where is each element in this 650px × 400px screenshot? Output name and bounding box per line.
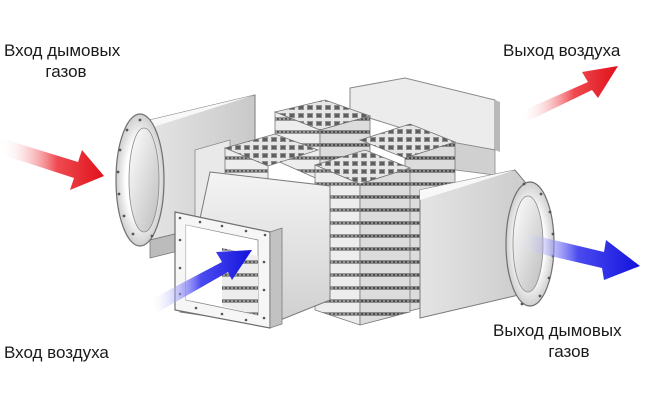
flue-gas-outlet-label-line1: Выход дымовых (493, 321, 622, 340)
air-outlet-label: Выход воздуха (503, 41, 621, 60)
flue-gas-outlet-label: Выход дымовых газов (493, 320, 645, 362)
air-inlet-label: Вход воздуха (4, 343, 109, 362)
air-outlet-arrow (520, 66, 618, 122)
flue-gas-outlet-arrow (516, 232, 640, 280)
flue-gas-inlet-label: Вход дымовых газов (4, 40, 128, 82)
flue-gas-inlet-arrow (0, 138, 104, 190)
flue-gas-outlet-hood (419, 169, 555, 319)
air-inlet-arrow (150, 250, 252, 312)
flue-gas-inlet-label-line1: Вход дымовых (4, 41, 121, 60)
flue-gas-inlet-label-line2: газов (45, 62, 87, 81)
flue-gas-outlet-label-line2: газов (548, 342, 590, 361)
